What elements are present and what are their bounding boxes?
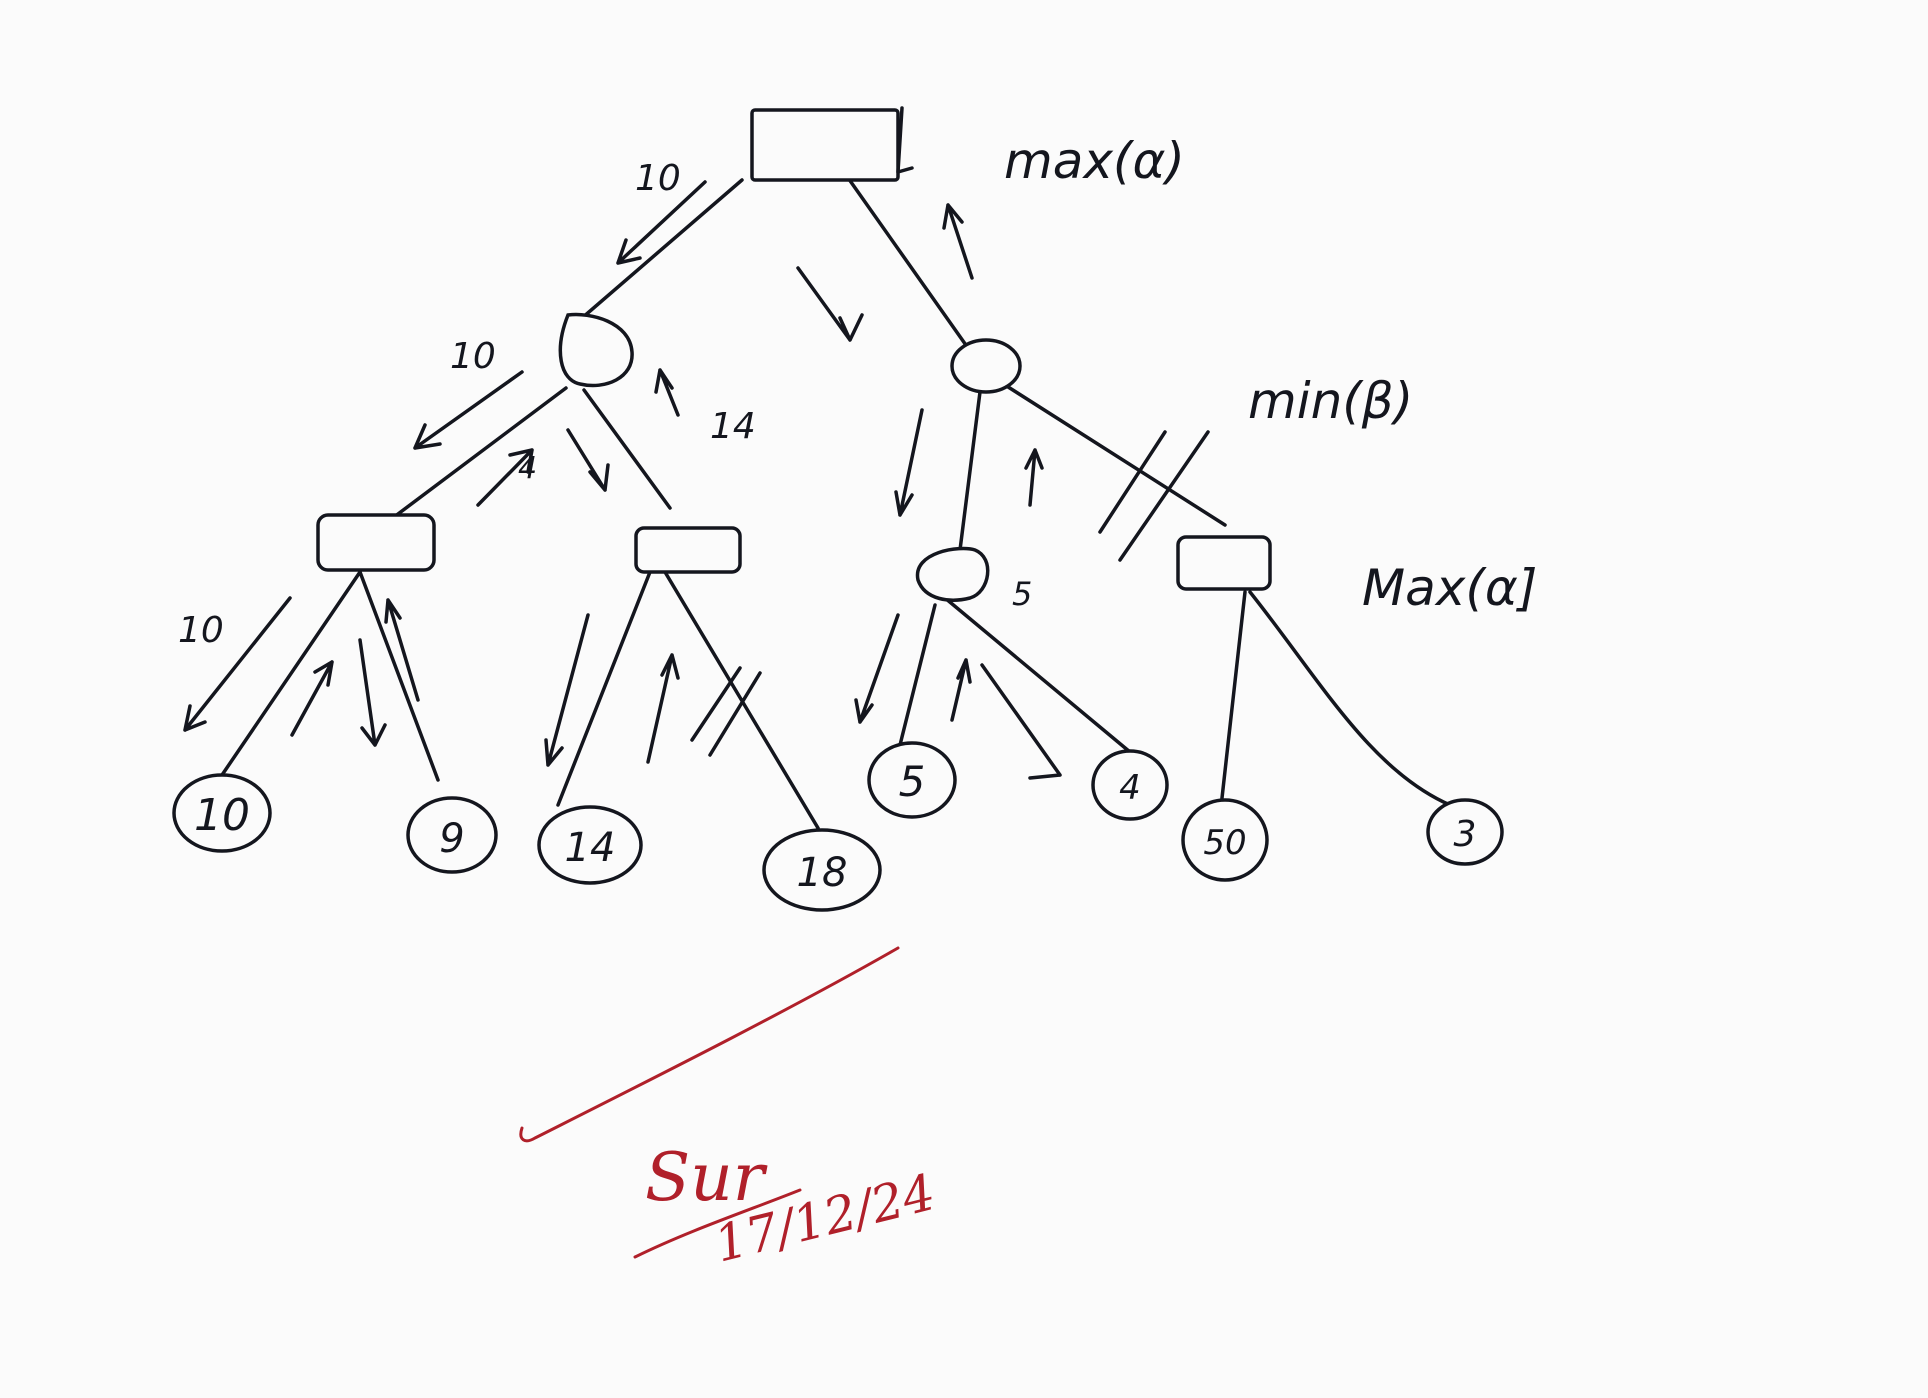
level-label-max-root: max(α) (1004, 132, 1185, 190)
edge-to-leaf-3 (1248, 590, 1452, 807)
value-label-up-14: 14 (710, 406, 756, 447)
min-node-3 (915, 546, 990, 602)
max-node-2 (634, 526, 742, 574)
arrow-down-icon (413, 370, 524, 450)
arrow-down-icon (616, 180, 707, 265)
signature-underline (633, 1188, 802, 1259)
arrow-down-icon (358, 638, 387, 747)
edge-to-leaf-14 (556, 570, 652, 807)
arrow-down-icon (980, 663, 1062, 780)
arrow-down-icon (544, 613, 590, 767)
leaf-value-4: 4 (1119, 768, 1141, 808)
arrow-up-icon (646, 653, 680, 764)
grader-marks: Sur 17/12/24 (519, 946, 941, 1274)
leaf-node (867, 741, 957, 819)
leaf-nodes: 10 9 14 18 5 4 50 3 (172, 741, 1504, 912)
edge-to-leaf-4 (943, 596, 1132, 754)
edge-min2-max4 (1003, 383, 1227, 527)
value-label-right-min: 5 (1012, 575, 1032, 613)
signature-initials: Sur (645, 1139, 768, 1216)
level-label-min: min(β) (1248, 372, 1413, 430)
arrow-down-icon (796, 266, 864, 342)
root-node-stroke (896, 106, 914, 174)
arrow-up-icon (290, 660, 334, 737)
max-node-1 (316, 513, 436, 572)
arrow-up-icon (942, 203, 974, 280)
check-mark-icon (519, 946, 900, 1143)
leaf-node (406, 796, 498, 874)
leaf-value-3: 3 (1454, 814, 1477, 855)
arrow-up-icon (1024, 448, 1044, 507)
arrow-up-icon (950, 658, 972, 722)
leaf-value-14: 14 (565, 825, 616, 871)
min-node-right (950, 338, 1022, 394)
edge-to-leaf-50 (1220, 590, 1247, 800)
prune-mark-icon (1098, 430, 1210, 562)
leaf-value-9: 9 (439, 816, 464, 862)
pruning-marks (690, 430, 1210, 757)
leaf-node (537, 805, 643, 885)
tree-nodes (316, 106, 1272, 602)
leaf-node (1091, 749, 1169, 821)
edge-to-leaf-10 (220, 570, 362, 777)
level-labels: max(α) min(β) Max(α] (1004, 132, 1537, 617)
edge-to-leaf-5 (898, 603, 937, 747)
leaf-node (1181, 798, 1269, 882)
leaf-node (1426, 798, 1504, 866)
min-node-left (558, 312, 634, 388)
arrow-up-icon (384, 598, 420, 702)
root-max-node (750, 108, 900, 182)
edge-root-right (844, 173, 970, 350)
edge-min1-max1 (388, 386, 568, 522)
leaf-node (172, 773, 272, 853)
prune-mark-icon (690, 666, 762, 757)
leaf-value-5: 5 (899, 757, 926, 806)
leaf-value-50: 50 (1203, 823, 1246, 863)
traversal-arrows (183, 180, 1062, 780)
edge-min1-max2 (582, 388, 672, 510)
arrow-down-icon (183, 596, 292, 732)
value-labels: 10 10 10 4 14 5 (178, 158, 1032, 651)
arrow-down-icon (566, 428, 610, 492)
value-label-min-left: 10 (450, 336, 496, 377)
leaf-value-18: 18 (797, 850, 848, 896)
edge-root-left (580, 178, 744, 320)
value-label-to-max: 4 (518, 451, 537, 486)
arrow-down-icon (894, 408, 924, 517)
arrow-up-icon (476, 448, 534, 507)
arrow-up-icon (654, 368, 680, 417)
value-label-max-left: 10 (178, 610, 224, 651)
leaf-node (762, 828, 882, 912)
level-label-max: Max(α] (1362, 559, 1537, 617)
edge-to-leaf-9 (358, 570, 440, 782)
value-label-root-left: 10 (635, 158, 681, 199)
max-node-4 (1176, 535, 1272, 591)
leaf-value-10: 10 (194, 790, 250, 841)
tree-edges (220, 173, 1452, 830)
arrow-down-icon (854, 613, 900, 724)
edge-min2-min3 (958, 390, 982, 552)
